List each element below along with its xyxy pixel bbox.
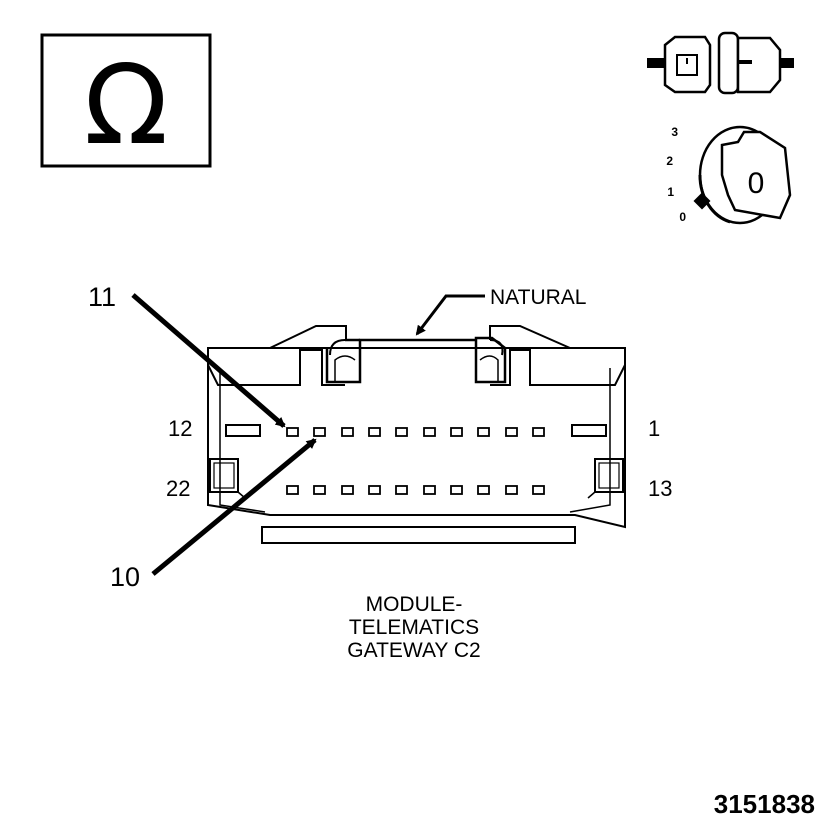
- pin-label-1: 1: [648, 416, 660, 441]
- disconnected-connector-icon: [647, 31, 794, 95]
- key-label: 0: [748, 167, 765, 200]
- connector-caption: MODULE- TELEMATICS GATEWAY C2: [347, 593, 480, 662]
- ignition-position-2: 2: [666, 154, 673, 168]
- ignition-position-1: 1: [667, 185, 674, 199]
- pin-callouts: 11 10: [88, 282, 317, 592]
- pin-label-22: 22: [166, 476, 190, 501]
- color-callout: NATURAL: [415, 286, 586, 336]
- ignition-position-0: 0: [679, 210, 686, 224]
- ohmmeter-symbol: Ω: [40, 33, 212, 169]
- top-row-cavities: [286, 427, 545, 437]
- caption-line-3: GATEWAY C2: [347, 639, 480, 662]
- ignition-key-icon: 3 2 1 0 0: [666, 125, 792, 225]
- pin-label-13: 13: [648, 476, 672, 501]
- callout-label-10: 10: [110, 562, 140, 592]
- caption-line-1: MODULE-: [366, 593, 463, 616]
- figure-number: 3151838: [714, 789, 815, 819]
- pin-number-labels: 12 1 22 13: [166, 416, 672, 501]
- callout-label-11: 11: [88, 282, 116, 312]
- bottom-row-cavities: [286, 485, 545, 495]
- large-cavity-top-left: [225, 424, 261, 437]
- color-label: NATURAL: [490, 286, 586, 309]
- ignition-position-3: 3: [671, 125, 678, 139]
- caption-line-2: TELEMATICS: [349, 616, 479, 639]
- ohm-icon: Ω: [84, 41, 168, 169]
- pin-label-12: 12: [168, 416, 192, 441]
- connector-face: [207, 325, 626, 544]
- large-cavity-top-right: [571, 424, 607, 437]
